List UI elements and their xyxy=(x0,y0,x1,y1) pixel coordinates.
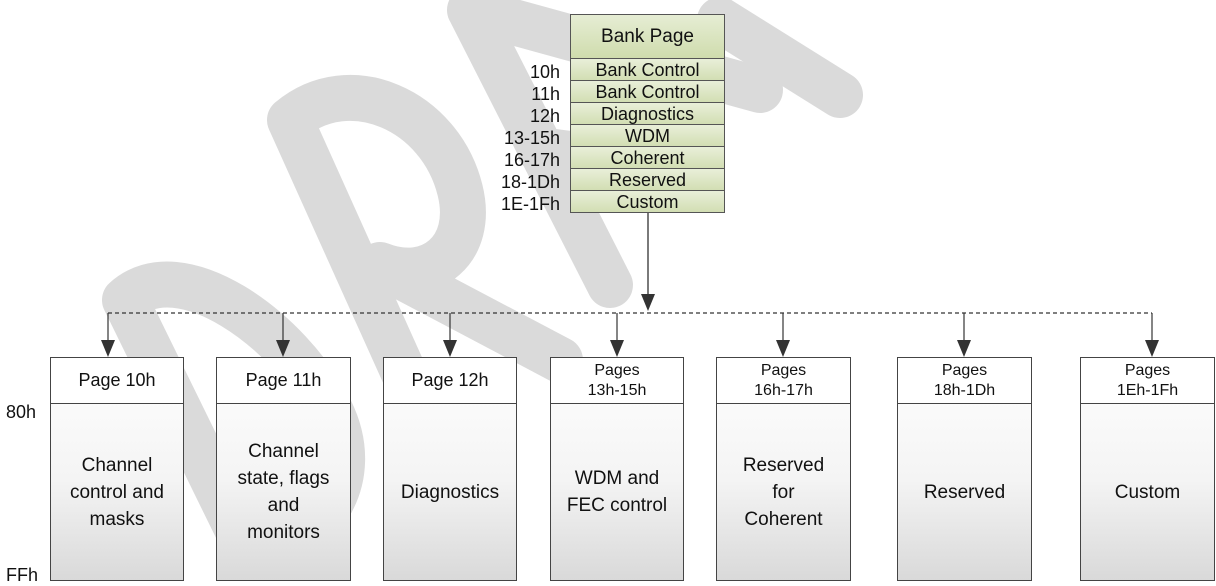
arrow-page-10h xyxy=(101,340,115,357)
watermark-letter-t xyxy=(697,0,863,118)
bank-row-label: Bank Control xyxy=(570,59,725,81)
page-box-16h-17h: Pages 16h-17h Reserved for Coherent xyxy=(716,357,851,581)
page-description: Channel state, flags and monitors xyxy=(237,441,330,543)
bank-row-label: Coherent xyxy=(570,147,725,169)
page-description: Custom xyxy=(1114,481,1181,503)
bank-row-offset: 13-15h xyxy=(503,128,560,148)
bank-row-offset: 16-17h xyxy=(503,150,560,170)
page-description: Reserved xyxy=(923,481,1006,503)
arrow-pages-1eh-1fh xyxy=(1145,340,1159,357)
arrow-page-12h xyxy=(443,340,457,357)
arrow-page-11h xyxy=(276,340,290,357)
page-box-18h-1dh: Pages 18h-1Dh Reserved xyxy=(897,357,1032,581)
arrow-pages-18h-1dh xyxy=(957,340,971,357)
page-header: Page 12h xyxy=(384,358,516,404)
page-description: Reserved for Coherent xyxy=(742,454,825,530)
bank-to-bus-arrow xyxy=(641,294,655,311)
page-header: Pages 13h-15h xyxy=(551,358,683,404)
bank-row-offset: 18-1Dh xyxy=(500,172,560,192)
bank-row-label: Reserved xyxy=(570,169,725,191)
page-header: Page 10h xyxy=(51,358,183,404)
arrow-pages-13h-15h xyxy=(610,340,624,357)
address-label-top: 80h xyxy=(6,402,37,422)
page-header: Pages 18h-1Dh xyxy=(898,358,1031,404)
address-label-bottom: FFh xyxy=(6,565,39,585)
bank-row-label: Custom xyxy=(570,191,725,213)
bank-row-offset: 10h xyxy=(529,62,560,82)
bank-row-label: WDM xyxy=(570,125,725,147)
bank-page-title: Bank Page xyxy=(570,14,725,59)
page-description: WDM and FEC control xyxy=(566,468,668,516)
page-box-12h: Page 12h Diagnostics xyxy=(383,357,517,581)
bank-row-offset: 12h xyxy=(529,106,560,126)
page-description: Channel control and masks xyxy=(69,454,164,530)
bank-row-label: Diagnostics xyxy=(570,103,725,125)
page-box-10h: Page 10h Channel control and masks xyxy=(50,357,184,581)
page-box-11h: Page 11h Channel state, flags and monito… xyxy=(216,357,351,581)
page-box-13h-15h: Pages 13h-15h WDM and FEC control xyxy=(550,357,684,581)
page-description: Diagnostics xyxy=(400,481,500,503)
bank-row-label: Bank Control xyxy=(570,81,725,103)
bank-row-offset: 11h xyxy=(531,84,560,104)
bank-row-offset: 1E-1Fh xyxy=(500,194,560,214)
page-header: Pages 1Eh-1Fh xyxy=(1081,358,1214,404)
page-header: Page 11h xyxy=(217,358,350,404)
page-header: Pages 16h-17h xyxy=(717,358,850,404)
arrow-pages-16h-17h xyxy=(776,340,790,357)
page-box-1eh-1fh: Pages 1Eh-1Fh Custom xyxy=(1080,357,1215,581)
